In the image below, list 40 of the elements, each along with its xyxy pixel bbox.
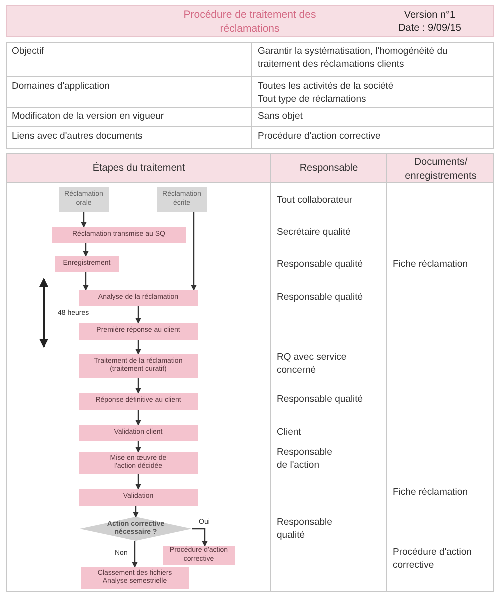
table-text: Modificaton de la version en vigueur bbox=[12, 111, 166, 124]
table-text: Responsable qualité bbox=[277, 292, 364, 305]
arrow bbox=[136, 410, 142, 426]
version-info: Version n°1 bbox=[403, 9, 457, 22]
arrow bbox=[81, 212, 87, 228]
arrow bbox=[192, 528, 208, 547]
table-text: Client bbox=[277, 427, 302, 440]
table-text: Fiche réclamation bbox=[393, 487, 469, 500]
arrow bbox=[136, 378, 142, 394]
table-text: Procédure d'action corrective bbox=[393, 547, 473, 573]
table-text: Secrétaire qualité bbox=[277, 227, 352, 240]
table-text: RQ avec service concerné bbox=[277, 352, 348, 378]
table-text: Tout collaborateur bbox=[277, 195, 354, 208]
table-text: Objectif bbox=[12, 46, 46, 59]
column-header: Documents/ enregistrements bbox=[404, 156, 478, 183]
table-text: Fiche réclamation bbox=[393, 259, 469, 272]
arrow bbox=[136, 474, 142, 490]
column-header: Étapes du traitement bbox=[92, 162, 186, 176]
document-title: Procédure de traitement des réclamations bbox=[182, 8, 318, 36]
table-text: Responsable qualité bbox=[277, 259, 364, 272]
arrow bbox=[136, 340, 142, 355]
version-info: Date : 9/09/15 bbox=[398, 22, 462, 36]
table-text: Toutes les activités de la société bbox=[258, 81, 395, 94]
table-text: Liens avec d'autres documents bbox=[12, 131, 144, 144]
arrow bbox=[83, 243, 89, 257]
table-text: Tout type de réclamations bbox=[258, 94, 368, 107]
table-text: Responsable de l'action bbox=[277, 447, 334, 473]
arrow bbox=[136, 306, 142, 324]
column-header: Responsable bbox=[298, 162, 360, 176]
table-text: Domaines d'application bbox=[12, 81, 111, 94]
arrow bbox=[136, 441, 142, 453]
arrow bbox=[132, 541, 138, 568]
arrow bbox=[133, 506, 139, 518]
table-text: Procédure d'action corrective bbox=[258, 131, 382, 144]
table-text: Sans objet bbox=[258, 111, 304, 124]
table-text: Responsable qualité bbox=[277, 517, 334, 543]
arrow bbox=[83, 272, 89, 291]
table-text: Responsable qualité bbox=[277, 394, 364, 407]
table-text: Garantir la systématisation, l'homogénéité du traitement des réclamations clients bbox=[258, 46, 449, 72]
arrow bbox=[191, 212, 197, 291]
